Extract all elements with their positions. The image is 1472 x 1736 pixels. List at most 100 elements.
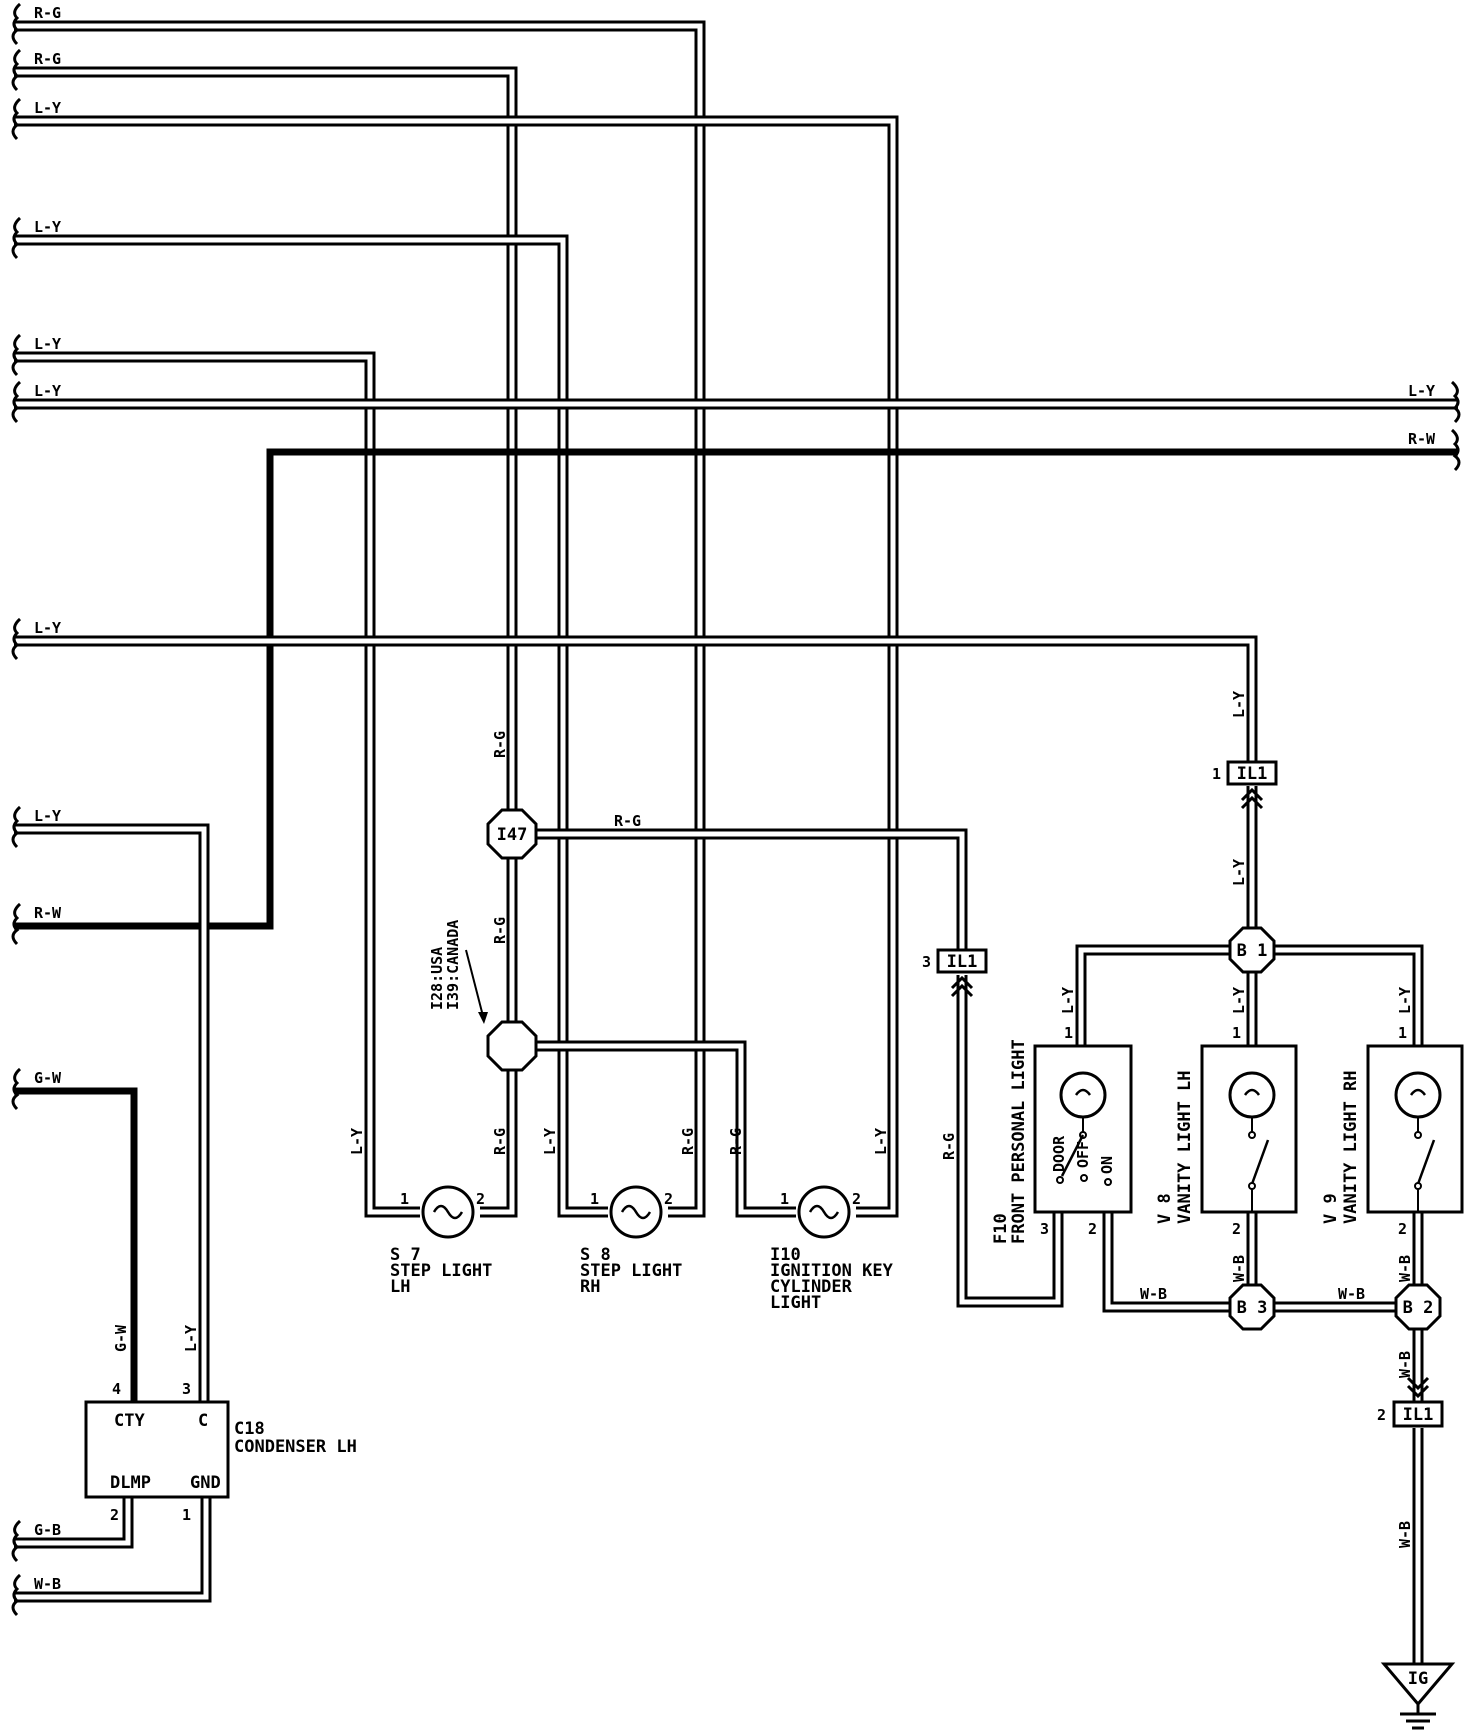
junction-i47: I47 xyxy=(486,808,538,860)
left-wire-label-wb: W-B xyxy=(34,1575,61,1593)
segment-label-f10-pin1: L-Y xyxy=(1059,987,1077,1014)
segment-label-s7-right: R-G xyxy=(491,1128,509,1155)
wire-gw xyxy=(14,1087,138,1402)
connector-il1-pin2-number: 2 xyxy=(1377,1406,1386,1424)
wire-ly-4 xyxy=(14,234,608,1218)
component-v8: 1 2 V 8 VANITY LIGHT LH xyxy=(1155,1024,1298,1238)
c18-terminal-cty: CTY xyxy=(114,1411,145,1431)
c18-pin3: 3 xyxy=(182,1380,191,1398)
connector-il1-pin2: IL1 2 xyxy=(1377,1376,1444,1428)
left-wire-label-ly-6: L-Y xyxy=(34,382,61,400)
junction-note: I28:USA I39:CANADA xyxy=(428,920,488,1024)
segment-label-v8-pin1: L-Y xyxy=(1230,987,1248,1014)
s7-pin1: 1 xyxy=(400,1190,409,1208)
s8-name-line1: STEP LIGHT xyxy=(580,1261,682,1281)
junction-b1: B 1 xyxy=(1228,926,1276,974)
connector-il1-pin1-name: IL1 xyxy=(1237,764,1268,784)
junction-unnamed xyxy=(486,1020,538,1072)
wire-b1-v9 xyxy=(1252,944,1424,1046)
bulb-s8: 1 2 S 8 STEP LIGHT RH xyxy=(580,1185,682,1297)
left-wire-label-gb: G-B xyxy=(34,1521,61,1539)
v9-pin2: 2 xyxy=(1398,1220,1407,1238)
f10-pin2: 2 xyxy=(1088,1220,1097,1238)
wire-rg-il1-f10 xyxy=(956,975,1064,1308)
f10-switch-off: OFF xyxy=(1074,1141,1092,1168)
v8-pin1: 1 xyxy=(1232,1024,1241,1042)
segment-label-rg-between-junctions: R-G xyxy=(491,917,509,944)
wire-ly-3 xyxy=(14,115,899,1218)
s7-code: S 7 xyxy=(390,1245,421,1265)
v8-name: VANITY LIGHT LH xyxy=(1175,1070,1195,1224)
wire-rg-junction-i10 xyxy=(512,1040,796,1218)
left-wire-label-ly-4: L-Y xyxy=(34,218,61,236)
segment-label-il1-3-feed: R-G xyxy=(940,1133,958,1160)
junction-b2: B 2 xyxy=(1394,1283,1442,1331)
segment-labels: R-G R-G R-G L-Y R-G L-Y R-G R-G L-Y R-G … xyxy=(112,691,1414,1548)
f10-pin1: 1 xyxy=(1064,1024,1073,1042)
wire-rg-2 xyxy=(14,66,518,808)
c18-pin1: 1 xyxy=(182,1506,191,1524)
junction-i47-label: I47 xyxy=(497,825,528,845)
left-wire-label-rg-2: R-G xyxy=(34,50,61,68)
segment-label-i10-right: L-Y xyxy=(872,1128,890,1155)
segment-label-b2-down: W-B xyxy=(1396,1351,1414,1378)
wire-rg-i47-branch xyxy=(512,828,968,960)
junction-b2-label: B 2 xyxy=(1403,1298,1434,1318)
component-c18: CTY C DLMP GND 4 3 2 1 C18 CONDENSER LH xyxy=(84,1380,357,1524)
left-wire-label-ly-7: L-Y xyxy=(34,619,61,637)
f10-switch-door: DOOR xyxy=(1050,1135,1068,1172)
segment-label-rg-to-i47: R-G xyxy=(491,731,509,758)
segment-label-c18-gw: G-W xyxy=(112,1324,130,1352)
s8-code: S 8 xyxy=(580,1245,611,1265)
segment-label-b3-to-b2: W-B xyxy=(1338,1285,1365,1303)
component-v9: 1 2 V 9 VANITY LIGHT RH xyxy=(1321,1024,1464,1238)
ground-ig-label: IG xyxy=(1408,1669,1428,1689)
c18-terminal-dlmp: DLMP xyxy=(110,1473,151,1493)
wire-wb-c18 xyxy=(14,1497,212,1603)
wire-rw xyxy=(14,448,1458,930)
bulb-s7: 1 2 S 7 STEP LIGHT LH xyxy=(390,1185,492,1297)
segment-label-s8-left: L-Y xyxy=(541,1128,559,1155)
segment-label-v8-to-b3: W-B xyxy=(1230,1255,1248,1282)
left-wire-label-gw: G-W xyxy=(34,1069,62,1087)
v8-code: V 8 xyxy=(1155,1193,1175,1224)
segment-label-s8-right: R-G xyxy=(679,1128,697,1155)
s8-pin2: 2 xyxy=(664,1190,673,1208)
wire-ly-7 xyxy=(14,635,1258,762)
connector-il1-pin1: IL1 1 xyxy=(1212,760,1278,810)
segment-label-i10-left: R-G xyxy=(727,1128,745,1155)
f10-code: F10 xyxy=(991,1213,1011,1244)
left-wire-label-rw: R-W xyxy=(34,904,62,922)
wire-rg-1 xyxy=(14,20,706,1218)
c18-pin2: 2 xyxy=(110,1506,119,1524)
ground-ig: IG xyxy=(1380,1662,1456,1730)
i10-name-line2: CYLINDER xyxy=(770,1277,853,1297)
c18-code: C18 xyxy=(234,1419,265,1439)
connector-il1-pin3-number: 3 xyxy=(922,953,931,971)
wire-ly-5 xyxy=(14,351,420,1218)
c18-name: CONDENSER LH xyxy=(234,1437,357,1457)
wire-b1-f10 xyxy=(1075,944,1252,1046)
connector-il1-pin3: IL1 3 xyxy=(922,948,988,998)
i10-pin1: 1 xyxy=(780,1190,789,1208)
wire-ly-8 xyxy=(14,823,210,1402)
v8-pin2: 2 xyxy=(1232,1220,1241,1238)
c18-terminal-gnd: GND xyxy=(190,1473,221,1493)
f10-pin3: 3 xyxy=(1040,1220,1049,1238)
component-f10: DOOR OFF ON 1 3 2 F10 FRONT PERSONAL LIG… xyxy=(991,1024,1133,1244)
wire-gb xyxy=(14,1497,134,1549)
segment-label-rg-i47-branch: R-G xyxy=(614,812,641,830)
segment-label-v9-pin1: L-Y xyxy=(1396,987,1414,1014)
junction-note-line1: I28:USA xyxy=(428,947,446,1010)
left-wire-label-ly-3: L-Y xyxy=(34,99,61,117)
f10-name: FRONT PERSONAL LIGHT xyxy=(1009,1039,1029,1244)
segment-label-s7-left: L-Y xyxy=(348,1128,366,1155)
i10-pin2: 2 xyxy=(852,1190,861,1208)
bulb-i10: 1 2 I10 IGNITION KEY CYLINDER LIGHT xyxy=(770,1185,894,1313)
junction-note-line2: I39:CANADA xyxy=(444,920,462,1010)
segment-label-f10-to-b3: W-B xyxy=(1140,1285,1167,1303)
wires xyxy=(14,20,1458,1664)
s7-name-line1: STEP LIGHT xyxy=(390,1261,492,1281)
left-wire-label-rg-1: R-G xyxy=(34,4,61,22)
